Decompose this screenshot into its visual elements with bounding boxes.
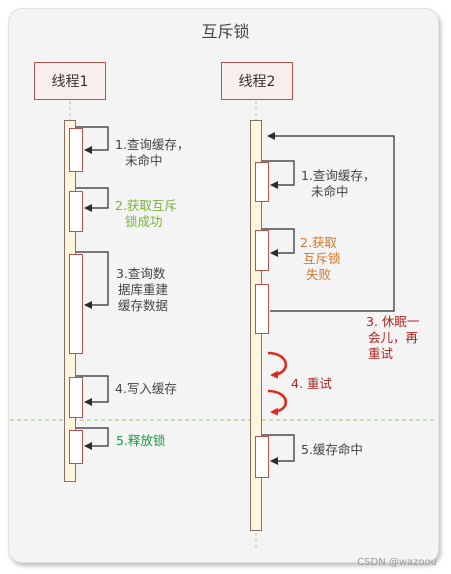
- t1-activation-5: [69, 430, 83, 464]
- t2-retry-loop-arrow: [267, 132, 395, 312]
- t1-arrow-5: [76, 427, 109, 450]
- t1-step3-line2: 据库重建: [118, 282, 169, 297]
- t2-arrow-1: [262, 160, 295, 189]
- t2-step1-line2: 未命中: [311, 184, 349, 199]
- t2-step2-line1: 2.获取: [300, 235, 337, 250]
- t1-step2-line2: 锁成功: [125, 214, 163, 229]
- watermark: CSDN @wazoou: [357, 557, 437, 568]
- t2-activation-5: [255, 436, 269, 478]
- retry-curl-1: [267, 351, 288, 379]
- thread2-header: 线程2: [221, 62, 293, 100]
- t2-step5: 5.缓存命中: [301, 442, 363, 457]
- t2-step2-line3: 失败: [306, 267, 332, 282]
- t1-step3-line1: 3.查询数: [116, 266, 166, 281]
- t1-activation-3: [69, 254, 83, 354]
- t1-step4: 4.写入缓存: [115, 381, 177, 396]
- t1-arrow-4: [76, 375, 109, 406]
- t1-activation-2: [69, 191, 83, 232]
- t2-step3-line3: 重试: [368, 346, 394, 361]
- t2-step4: 4. 重试: [291, 376, 332, 391]
- t2-step2-line2: 互斥锁: [303, 251, 341, 266]
- t1-step1-line1: 1.查询缓存，: [115, 137, 190, 152]
- t1-arrow-1: [76, 126, 109, 154]
- t2-arrow-5: [262, 434, 295, 465]
- t1-step1-line2: 未命中: [125, 153, 163, 168]
- t2-step1-line1: 1.查询缓存，: [301, 168, 376, 183]
- thread1-header: 线程1: [34, 62, 106, 100]
- t1-step5: 5.释放锁: [116, 433, 166, 448]
- diagram-title: 互斥锁: [201, 22, 250, 41]
- t2-arrow-2: [262, 228, 295, 257]
- t2-activation-3: [255, 284, 269, 334]
- t1-arrow-3: [76, 251, 109, 309]
- t2-step3-line2: 会儿，再: [368, 330, 419, 345]
- t2-activation-1: [255, 162, 269, 202]
- t1-activation-1: [69, 128, 83, 172]
- t2-step3-line1: 3. 休眠一: [366, 314, 420, 329]
- t1-step2-line1: 2.获取互斥: [115, 198, 177, 213]
- t2-activation-2: [255, 230, 269, 271]
- retry-curl-2: [267, 389, 288, 416]
- t1-step3-line3: 缓存数据: [118, 298, 169, 313]
- t1-arrow-2: [76, 187, 109, 212]
- t1-activation-4: [69, 377, 83, 418]
